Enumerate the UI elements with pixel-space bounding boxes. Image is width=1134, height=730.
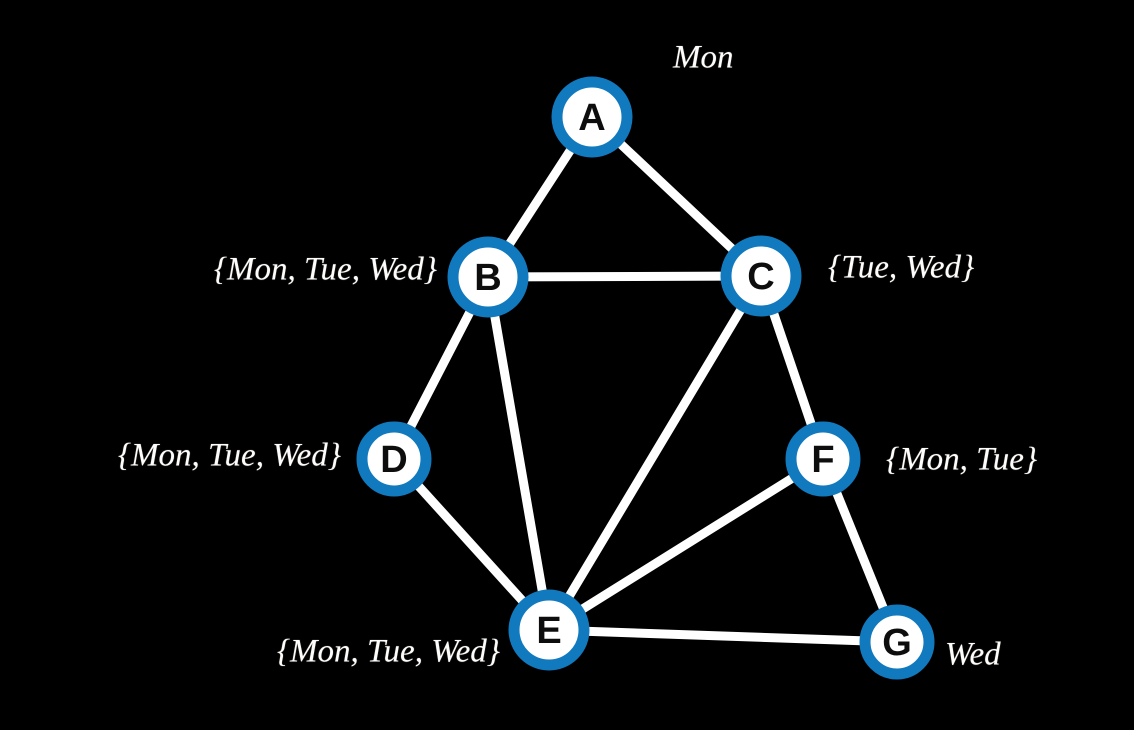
node-circle-a <box>551 76 633 158</box>
domain-label-g: Wed <box>945 636 1001 673</box>
node-circle-c <box>720 235 802 317</box>
graph-node-d[interactable]: D <box>356 421 432 497</box>
graph-edge-b-c <box>483 271 766 282</box>
node-circle-g <box>859 604 935 680</box>
node-circle-b <box>447 236 529 318</box>
graph-node-f[interactable]: F <box>785 421 861 497</box>
graph-edge-c-e <box>544 271 766 635</box>
node-letter-f: F <box>811 439 834 481</box>
domain-label-f: {Mon, Tue} <box>886 441 1038 478</box>
graph-node-b[interactable]: B <box>447 236 529 318</box>
graph-node-e[interactable]: E <box>508 589 590 671</box>
node-letter-a: A <box>578 97 605 139</box>
graph-edge-e-f <box>544 454 828 635</box>
node-letter-g: G <box>882 622 912 664</box>
graph-edge-b-e <box>483 272 554 635</box>
node-letter-e: E <box>536 610 561 652</box>
graph-node-g[interactable]: G <box>859 604 935 680</box>
node-circle-e <box>508 589 590 671</box>
node-circle-d <box>356 421 432 497</box>
node-circle-f <box>785 421 861 497</box>
edge-layer <box>389 112 902 647</box>
domain-label-b: {Mon, Tue, Wed} <box>213 251 437 288</box>
graph-node-a[interactable]: A <box>551 76 633 158</box>
node-letter-b: B <box>474 257 501 299</box>
domain-label-d: {Mon, Tue, Wed} <box>117 437 341 474</box>
graph-node-c[interactable]: C <box>720 235 802 317</box>
domain-label-e: {Mon, Tue, Wed} <box>276 633 500 670</box>
domain-label-a: Mon <box>673 39 734 76</box>
graph-edge-e-g <box>544 625 902 647</box>
domain-label-c: {Tue, Wed} <box>828 249 975 286</box>
node-letter-c: C <box>747 256 774 298</box>
node-layer: A B C D E F G <box>356 76 935 680</box>
node-letter-d: D <box>380 439 407 481</box>
